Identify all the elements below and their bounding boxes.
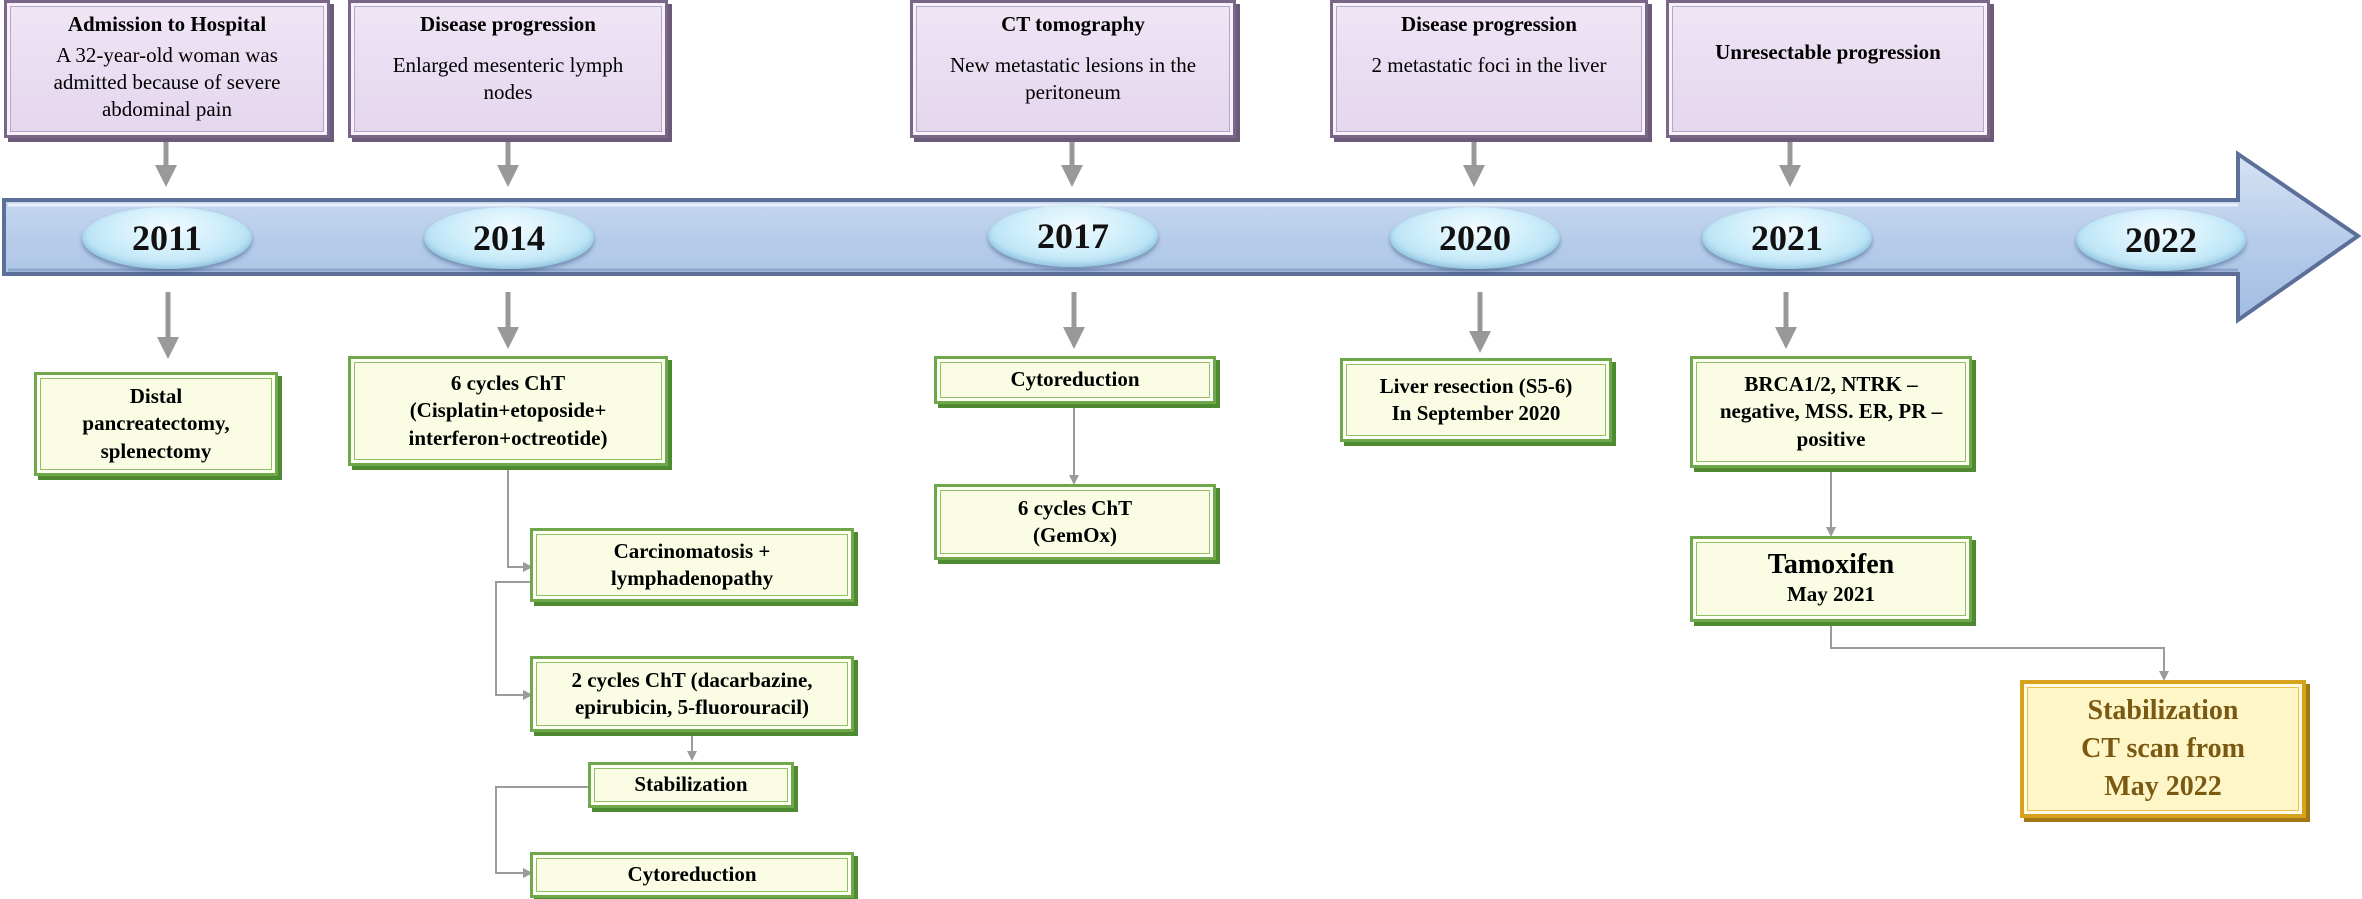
event-progression-2014-text: Enlarged mesenteric lymph nodes [392, 52, 624, 104]
cytoreduction-2014-text: Cytoreduction [627, 862, 757, 887]
timeline-arrow [2, 150, 2362, 324]
event-progression-2014-title: Disease progression [420, 12, 596, 36]
stabilization-2014: Stabilization [588, 762, 794, 808]
event-progression-2020: Disease progression 2 metastatic foci in… [1330, 0, 1648, 138]
tamoxifen-date: May 2021 [1786, 582, 1876, 607]
outcome-line1: Stabilization [2087, 695, 2239, 727]
event-admission: Admission to Hospital A 32-year-old woma… [4, 0, 330, 138]
event-progression-2014: Disease progression Enlarged mesenteric … [348, 0, 668, 138]
connector-cht-to-carcinomatosis [507, 466, 533, 572]
year-2017: 2017 [988, 205, 1158, 267]
liver-resection-2020: Liver resection (S5-6) In September 2020 [1340, 358, 1612, 442]
treatment-cht2-2014: 2 cycles ChT (dacarbazine, epirubicin, 5… [530, 656, 854, 732]
treatment-gemox-2017: 6 cycles ChT (GemOx) [934, 484, 1216, 560]
event-ct-2017-text: New metastatic lesions in the peritoneum [949, 52, 1197, 104]
cytoreduction-2017-text: Cytoreduction [1010, 367, 1140, 392]
event-ct-2017: CT tomography New metastatic lesions in … [910, 0, 1236, 138]
tamoxifen-name: Tamoxifen [1767, 549, 1895, 581]
stabilization-2014-text: Stabilization [634, 772, 748, 797]
cytoreduction-2014: Cytoreduction [530, 852, 854, 898]
treatment-gemox-2017-text: 6 cycles ChT (GemOx) [1017, 495, 1133, 547]
year-2022: 2022 [2076, 209, 2246, 271]
event-ct-2017-title: CT tomography [1001, 12, 1145, 36]
event-admission-title: Admission to Hospital [67, 12, 267, 36]
treatment-cht-2014: 6 cycles ChT (Cisplatin+etoposide+ inter… [348, 356, 668, 466]
event-progression-2020-title: Disease progression [1401, 12, 1577, 36]
markers-2021: BRCA1/2, NTRK – negative, MSS. ER, PR – … [1690, 356, 1972, 468]
carcinomatosis-text: Carcinomatosis + lymphadenopathy [610, 538, 774, 590]
liver-resection-text: Liver resection (S5-6) [1379, 373, 1573, 398]
outcome-line3: May 2022 [2104, 770, 2222, 802]
treatment-cht-2014-text: 6 cycles ChT (Cisplatin+etoposide+ inter… [408, 371, 608, 450]
outcome-line2: CT scan from [2081, 733, 2245, 765]
year-2021: 2021 [1702, 207, 1872, 269]
event-progression-2020-text: 2 metastatic foci in the liver [1371, 52, 1607, 77]
event-unresectable-title: Unresectable progression [1715, 40, 1941, 64]
carcinomatosis-box: Carcinomatosis + lymphadenopathy [530, 528, 854, 602]
connector-stabilization-to-cytoreduction [495, 786, 588, 878]
connector-tamoxifen-to-outcome [1830, 622, 2169, 681]
year-2011: 2011 [82, 207, 252, 269]
event-unresectable-2021: Unresectable progression [1666, 0, 1990, 138]
treatment-cht2-2014-text: 2 cycles ChT (dacarbazine, epirubicin, 5… [571, 667, 813, 719]
year-2020: 2020 [1390, 207, 1560, 269]
connector-carcinomatosis-to-cht2 [495, 581, 533, 700]
cytoreduction-2017: Cytoreduction [934, 356, 1216, 404]
outcome-box: Stabilization CT scan from May 2022 [2020, 680, 2306, 818]
treatment-pancreatectomy-text: Distal pancreatectomy, splenectomy [82, 384, 230, 463]
tamoxifen-box: Tamoxifen May 2021 [1690, 536, 1972, 622]
treatment-pancreatectomy: Distal pancreatectomy, splenectomy [34, 372, 278, 476]
liver-resection-date: In September 2020 [1391, 401, 1561, 425]
event-admission-text: A 32-year-old woman was admitted because… [53, 42, 281, 121]
year-2014: 2014 [424, 207, 594, 269]
markers-2021-text: BRCA1/2, NTRK – negative, MSS. ER, PR – … [1719, 372, 1943, 451]
